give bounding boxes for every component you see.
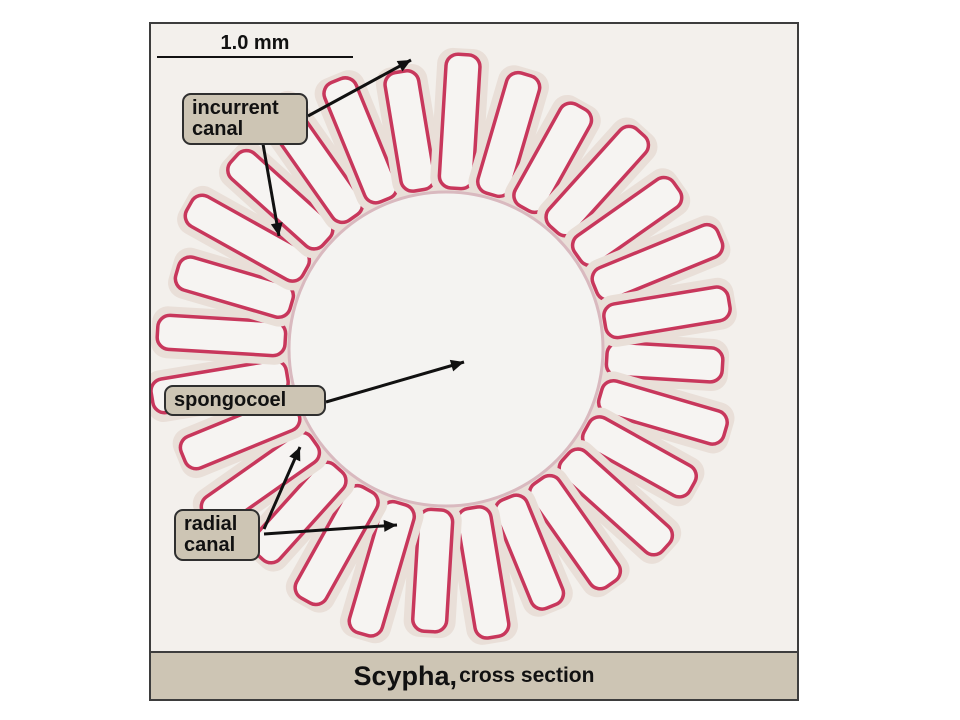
incurrent-arrow-upper (307, 58, 412, 118)
radial-arrow-lower (263, 523, 398, 536)
radial-chamber (437, 52, 482, 191)
radial-arrow-lower-head (383, 519, 397, 532)
caption-strip: Scypha, cross section (151, 651, 797, 699)
radial-chamber (493, 493, 566, 611)
radial-chamber (173, 255, 296, 320)
radial-chamber (604, 340, 725, 384)
spongocoel-cavity (287, 190, 605, 508)
radial-chamber (411, 507, 455, 634)
radial-chamber (155, 313, 288, 358)
radial-chamber (557, 447, 675, 557)
caption-subtitle: cross section (459, 664, 595, 687)
radial-canal-label: radial canal (174, 509, 260, 561)
radial-chamber (455, 505, 511, 640)
radial-chamber (249, 460, 348, 565)
scale-bar-label: 1.0 mm (220, 32, 290, 54)
radial-chamber (527, 473, 623, 591)
radial-chamber (293, 483, 380, 607)
radial-chamber (226, 148, 335, 251)
radial-chamber (544, 124, 651, 238)
radial-chamber (602, 285, 732, 340)
incurrent-arrow-upper-head (396, 60, 411, 72)
scale-bar: 1.0 mm (157, 32, 353, 58)
caption-title: Scypha, (353, 660, 458, 691)
incurrent-arrow-lower (261, 143, 281, 237)
radial-arrow-upper (262, 446, 302, 530)
spongocoel-arrow (325, 360, 465, 404)
spongocoel-label: spongocoel (164, 385, 326, 416)
radial-chamber (596, 378, 729, 446)
scypha-micrograph-figure: 1.0 mm incurrent canal spongocoel radial… (149, 22, 799, 701)
radial-chamber (183, 193, 312, 283)
radial-chamber (580, 415, 698, 499)
radial-chamber (475, 70, 542, 199)
pointer-arrows (261, 58, 465, 536)
radial-chamber (570, 175, 684, 268)
radial-chamber (347, 499, 417, 638)
spongocoel-arrow-head (449, 359, 464, 372)
radial-chamber (590, 222, 725, 302)
radial-chamber (383, 69, 437, 193)
radial-chamber (512, 101, 594, 215)
incurrent-canal-label: incurrent canal (182, 93, 308, 145)
incurrent-arrow-lower-head (270, 222, 283, 236)
radial-chamber (322, 76, 399, 205)
radial-arrow-upper-head (289, 447, 301, 462)
scale-bar-line (157, 56, 353, 58)
